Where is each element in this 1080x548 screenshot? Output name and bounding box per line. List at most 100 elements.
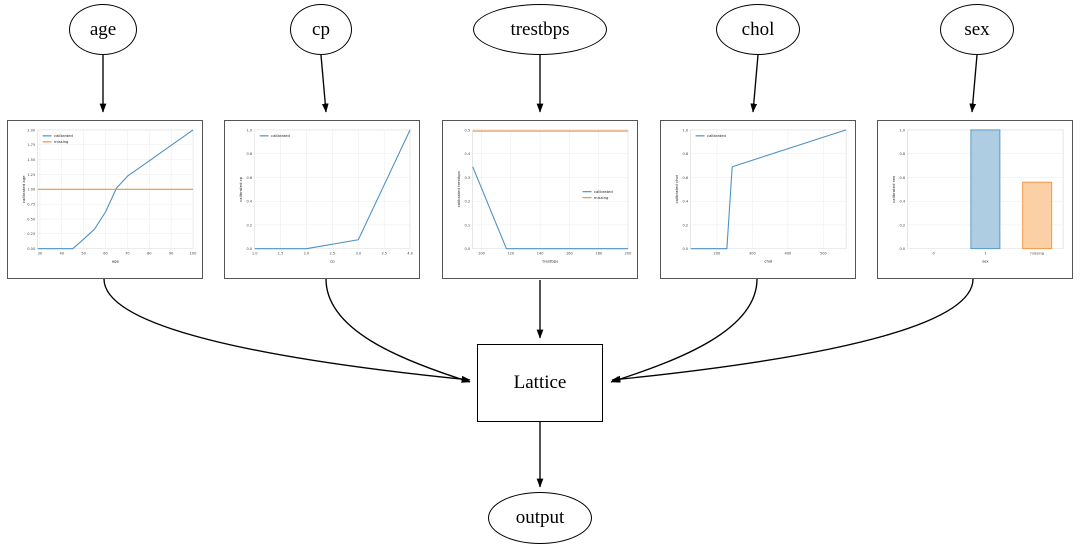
plot-panel-trestbps: 0.0 0.1 0.2 0.3 0.4 0.5 100 120 140 160 180 200 tres… [442, 120, 638, 279]
svg-text:160: 160 [566, 252, 574, 256]
svg-text:1.75: 1.75 [27, 143, 35, 147]
svg-text:calibrated: calibrated [54, 134, 73, 138]
svg-text:0.00: 0.00 [27, 247, 36, 251]
svg-text:0.0: 0.0 [900, 247, 906, 251]
svg-text:1.0: 1.0 [900, 128, 906, 132]
edge-cholplot-to-lattice [610, 278, 758, 383]
svg-text:1.0: 1.0 [252, 252, 258, 256]
svg-text:1.5: 1.5 [278, 252, 284, 256]
node-sex-label: sex [964, 18, 990, 40]
svg-text:0.6: 0.6 [247, 176, 253, 180]
svg-text:70: 70 [125, 252, 130, 256]
svg-text:4.0: 4.0 [407, 252, 413, 256]
svg-text:0.1: 0.1 [465, 223, 471, 227]
svg-text:1.00: 1.00 [27, 188, 36, 192]
svg-text:60: 60 [103, 252, 108, 256]
svg-text:calibrated sex: calibrated sex [891, 175, 896, 203]
svg-text:500: 500 [820, 252, 828, 256]
svg-text:2.0: 2.0 [304, 252, 310, 256]
svg-text:3.0: 3.0 [355, 252, 361, 256]
svg-text:0.2: 0.2 [900, 223, 906, 227]
svg-text:100: 100 [190, 252, 198, 256]
edge-chol-to-plot [750, 54, 759, 113]
node-cp[interactable]: cp [290, 4, 352, 55]
svg-text:0.5: 0.5 [465, 128, 471, 132]
svg-text:calibrated cp: calibrated cp [238, 176, 243, 202]
edge-cpplot-to-lattice [325, 278, 471, 383]
svg-text:calibrated trestbps: calibrated trestbps [456, 171, 461, 207]
edge-sexplot-to-lattice [611, 278, 974, 383]
svg-text:200: 200 [625, 252, 633, 256]
svg-text:0.6: 0.6 [900, 176, 906, 180]
svg-text:calibrated chol: calibrated chol [674, 175, 679, 203]
svg-text:0.6: 0.6 [683, 176, 689, 180]
svg-text:0.8: 0.8 [900, 152, 906, 156]
node-lattice[interactable]: Lattice [477, 344, 603, 422]
svg-text:0.2: 0.2 [247, 223, 253, 227]
svg-text:0.3: 0.3 [465, 176, 471, 180]
svg-text:1.25: 1.25 [27, 173, 35, 177]
svg-text:0.25: 0.25 [27, 232, 35, 236]
node-lattice-label: Lattice [513, 372, 567, 393]
edge-cp-to-plot [320, 54, 329, 113]
node-output-label: output [515, 507, 565, 528]
node-sex[interactable]: sex [940, 4, 1014, 55]
svg-text:0.8: 0.8 [683, 152, 689, 156]
svg-text:missing: missing [1030, 252, 1044, 256]
svg-text:0.75: 0.75 [27, 203, 35, 207]
svg-text:calibrated: calibrated [271, 134, 290, 138]
svg-text:200: 200 [714, 252, 722, 256]
svg-text:0.0: 0.0 [465, 247, 471, 251]
node-chol[interactable]: chol [716, 4, 800, 55]
svg-text:chol: chol [764, 259, 772, 264]
svg-text:0.2: 0.2 [465, 200, 471, 204]
svg-text:missing: missing [54, 140, 69, 144]
svg-text:sex: sex [982, 259, 989, 264]
svg-text:0.4: 0.4 [900, 200, 906, 204]
svg-text:40: 40 [60, 252, 65, 256]
svg-text:calibrated age: calibrated age [21, 175, 26, 203]
node-age[interactable]: age [69, 4, 137, 55]
svg-text:120: 120 [507, 252, 515, 256]
svg-text:140: 140 [537, 252, 545, 256]
svg-text:0.0: 0.0 [247, 247, 253, 251]
svg-text:1: 1 [984, 252, 986, 256]
edge-sex-to-plot [969, 54, 978, 113]
plot-panel-sex: 0.0 0.2 0.4 0.6 0.8 1.0 0 1 missing sex calibrated… [877, 120, 1073, 279]
svg-text:0.8: 0.8 [247, 152, 253, 156]
svg-text:1.0: 1.0 [683, 128, 689, 132]
svg-text:trestbps: trestbps [543, 259, 559, 264]
node-trestbps[interactable]: trestbps [473, 4, 607, 55]
svg-text:90: 90 [169, 252, 174, 256]
svg-text:300: 300 [749, 252, 757, 256]
plot-svg-trestbps: 0.0 0.1 0.2 0.3 0.4 0.5 100 120 140 160 180 200 tres… [456, 128, 633, 264]
svg-text:calibrated: calibrated [707, 134, 726, 138]
svg-text:0.4: 0.4 [683, 200, 689, 204]
svg-text:calibrated: calibrated [594, 190, 613, 194]
svg-text:missing: missing [594, 196, 609, 200]
svg-text:age: age [112, 259, 120, 264]
node-age-label: age [89, 18, 117, 40]
node-output[interactable]: output [488, 492, 592, 544]
svg-text:3.5: 3.5 [381, 252, 387, 256]
svg-text:100: 100 [478, 252, 486, 256]
svg-text:1.0: 1.0 [247, 128, 253, 132]
plot-svg-sex: 0.0 0.2 0.4 0.6 0.8 1.0 0 1 missing sex calibrated… [891, 128, 1064, 264]
svg-text:0.0: 0.0 [683, 247, 689, 251]
svg-text:0: 0 [932, 252, 935, 256]
svg-text:400: 400 [785, 252, 793, 256]
svg-text:0.4: 0.4 [465, 152, 471, 156]
svg-text:2.5: 2.5 [330, 252, 336, 256]
svg-text:180: 180 [595, 252, 603, 256]
svg-text:cp: cp [330, 259, 335, 264]
svg-text:30: 30 [38, 252, 43, 256]
node-cp-label: cp [312, 18, 330, 40]
node-trestbps-label: trestbps [510, 18, 570, 40]
svg-text:1.50: 1.50 [27, 158, 36, 162]
